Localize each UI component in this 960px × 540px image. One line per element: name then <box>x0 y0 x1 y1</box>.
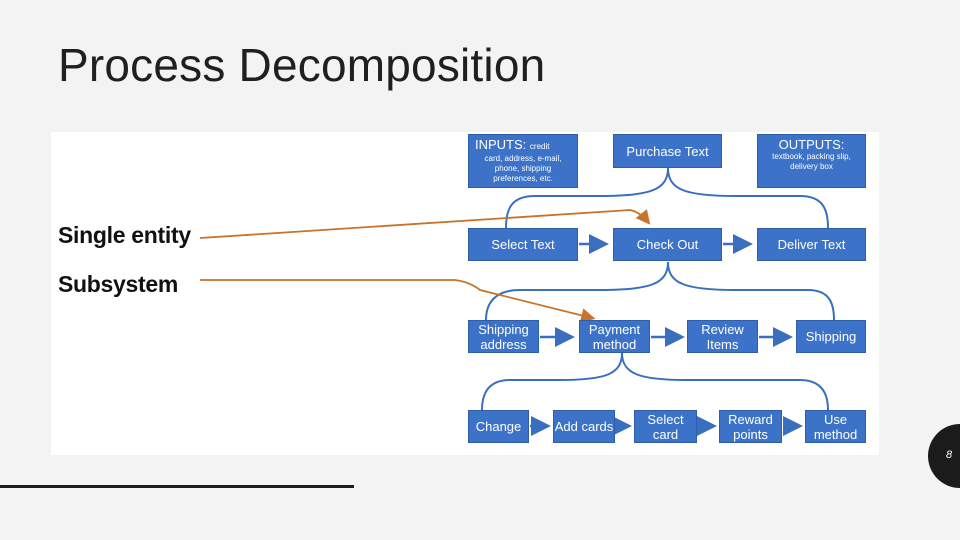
shipping-address-box: Shipping address <box>468 320 539 353</box>
inputs-box: INPUTS: credit card, address, e-mail, ph… <box>468 134 578 188</box>
outputs-heading: OUTPUTS: <box>778 137 845 152</box>
shipping-box: Shipping <box>796 320 866 353</box>
reward-points-box: Reward points <box>719 410 782 443</box>
page-number-badge <box>928 424 960 488</box>
page-number: 8 <box>946 449 953 461</box>
use-method-box: Use method <box>805 410 866 443</box>
payment-method-box: Payment method <box>579 320 650 353</box>
inputs-heading-tail: credit <box>529 142 550 151</box>
label-subsystem: Subsystem <box>58 271 179 297</box>
inputs-body: card, address, e-mail, phone, shipping p… <box>484 154 562 183</box>
review-items-box: Review Items <box>687 320 758 353</box>
select-text-box: Select Text <box>468 228 578 261</box>
purchase-text-box: Purchase Text <box>613 134 722 168</box>
inputs-heading: INPUTS: <box>475 137 527 152</box>
add-cards-box: Add cards <box>553 410 615 443</box>
footer-divider <box>0 485 354 488</box>
change-box: Change <box>468 410 529 443</box>
deliver-text-box: Deliver Text <box>757 228 866 261</box>
select-card-box: Select card <box>634 410 697 443</box>
outputs-body: textbook, packing slip, delivery box <box>772 152 851 171</box>
check-out-box: Check Out <box>613 228 722 261</box>
label-single-entity: Single entity <box>58 222 191 248</box>
outputs-box: OUTPUTS: textbook, packing slip, deliver… <box>757 134 866 188</box>
slide-title: Process Decomposition <box>58 39 546 91</box>
